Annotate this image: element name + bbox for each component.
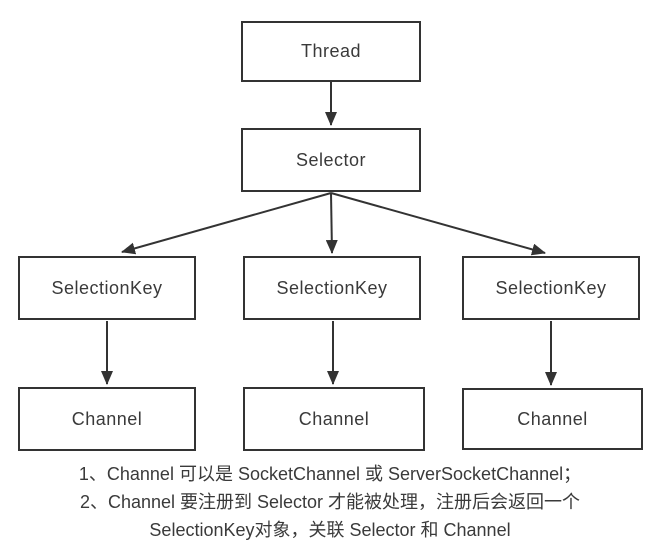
node-selectionkey-2-label: SelectionKey	[276, 277, 388, 298]
node-channel-2-label: Channel	[298, 408, 370, 429]
node-channel-3: Channel	[462, 388, 643, 450]
node-selectionkey-1: SelectionKey	[18, 256, 196, 320]
node-selector-label: Selector	[295, 149, 367, 170]
node-selectionkey-3-label: SelectionKey	[495, 277, 607, 298]
node-selectionkey-3: SelectionKey	[462, 256, 640, 320]
node-channel-3-label: Channel	[517, 408, 588, 429]
arrow-selector-to-selectionkey-2	[325, 192, 338, 254]
note-line-3: SelectionKey对象，关联 Selector 和 Channel	[149, 520, 511, 540]
note-line-2: 2、Channel 要注册到 Selector 才能被处理，注册后会返回一个	[79, 492, 581, 512]
node-selectionkey-1-label: SelectionKey	[51, 277, 163, 298]
node-thread-label: Thread	[300, 41, 362, 61]
arrow-selector-to-selectionkey-3	[330, 192, 546, 256]
arrow-selector-to-selectionkey-1	[121, 192, 332, 255]
node-channel-2: Channel	[243, 387, 425, 451]
node-selectionkey-2: SelectionKey	[243, 256, 421, 320]
note-line-1: 1、Channel 可以是 SocketChannel 或 ServerSock…	[78, 464, 582, 484]
node-thread: Thread	[241, 21, 421, 82]
node-channel-1-label: Channel	[71, 408, 143, 429]
node-selector: Selector	[241, 128, 421, 192]
node-channel-1: Channel	[18, 387, 196, 451]
diagram-notes: 1、Channel 可以是 SocketChannel 或 ServerSock…	[0, 460, 660, 544]
